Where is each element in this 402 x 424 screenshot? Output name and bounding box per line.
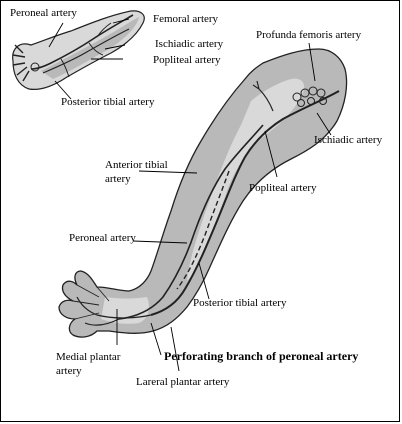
inset-leader-lines (48, 18, 130, 100)
inset-branches (60, 22, 112, 78)
label-posterior-tibial-artery: Posterior tibial artery (193, 297, 287, 309)
label-popliteal-artery: Popliteal artery (249, 182, 317, 194)
inset-limb-outline (12, 10, 145, 90)
plantar-vessels (76, 296, 152, 326)
label-lateral-plantar-artery: Lareral plantar artery (136, 376, 230, 388)
inset-limb (12, 10, 145, 100)
label-inset-popliteal-artery: Popliteal artery (153, 54, 221, 66)
label-profunda-femoris-artery: Profunda femoris artery (256, 29, 362, 41)
label-perforating-branch: Perforating branch of peroneal artery (164, 349, 359, 363)
peroneal-dashed-vessel (176, 170, 230, 290)
main-limb (58, 42, 348, 372)
main-leader-lines (116, 42, 332, 372)
label-inset-posterior-tibial-artery: Posterior tibial artery (61, 96, 155, 108)
label-inset-femoral-artery: Femoral artery (153, 13, 219, 25)
inset-femoral-vessel (30, 14, 134, 70)
label-anterior-tibial-artery-line1: Anterior tibial (105, 159, 168, 171)
profunda-branch (252, 80, 274, 112)
label-medial-plantar-artery-line1: Medial plantar (56, 351, 121, 363)
label-inset-ischiadic-artery: Ischiadic artery (155, 38, 224, 50)
inset-foot-toes (12, 44, 30, 82)
thigh-plexus (292, 86, 327, 107)
anterior-tibial-vessel (118, 124, 264, 320)
label-inset-peroneal-artery: Peroneal artery (10, 7, 77, 19)
femoral-ischiadic-vessel (150, 90, 340, 316)
label-ischiadic-artery: Ischiadic artery (314, 134, 383, 146)
label-medial-plantar-artery-line2: artery (56, 365, 82, 377)
label-peroneal-artery: Peroneal artery (69, 232, 136, 244)
inset-ischiadic-vessel (42, 28, 130, 74)
inset-plexus (30, 62, 40, 72)
toe-grooves (72, 284, 110, 320)
label-anterior-tibial-artery-line2: artery (105, 173, 131, 185)
foot-shading (101, 297, 149, 324)
